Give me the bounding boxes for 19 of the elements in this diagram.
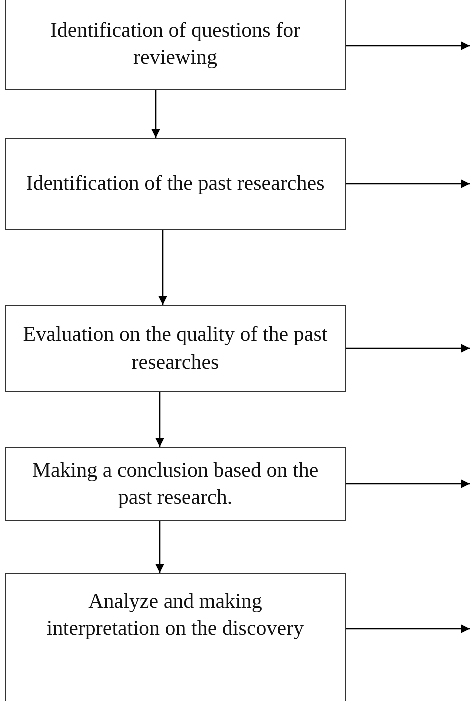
arrow <box>346 344 470 353</box>
process-box <box>5 573 346 701</box>
box-label: Making a conclusion based on the past research. <box>31 456 320 511</box>
arrow <box>346 180 470 188</box>
arrow <box>346 42 470 50</box>
box-label: Analyze and making interpretation on the discovery <box>46 588 306 642</box>
process-box <box>5 0 346 90</box>
arrow <box>156 392 164 447</box>
arrow <box>346 480 470 488</box>
arrow <box>346 624 470 634</box>
box-label: Evaluation on the quality of the past researches <box>22 321 329 376</box>
process-box <box>5 305 346 392</box>
box-label: Identification of questions for reviewing <box>49 16 302 71</box>
arrow <box>152 90 160 138</box>
box-label: Identification of the past researches <box>26 170 325 198</box>
process-box <box>5 447 346 521</box>
process-box <box>5 138 346 230</box>
arrow <box>156 521 164 573</box>
arrow <box>158 230 168 305</box>
